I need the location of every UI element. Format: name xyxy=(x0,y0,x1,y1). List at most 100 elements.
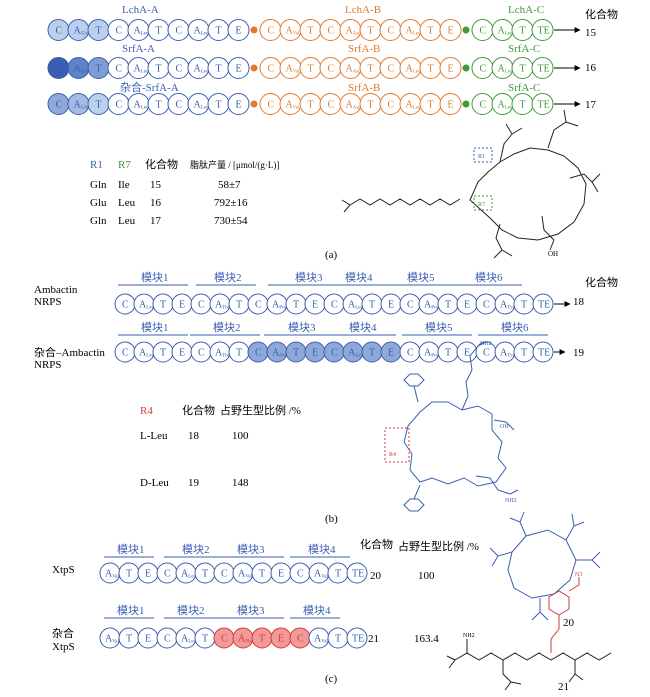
domain-letter: T xyxy=(236,348,242,359)
thioesterase-domain xyxy=(531,93,554,115)
cell: 730±54 xyxy=(214,215,248,227)
domain-letter: ALeu xyxy=(181,634,197,645)
domain-letter: C xyxy=(388,100,395,111)
xtps-structure-21 xyxy=(446,639,612,691)
domain-letter: T xyxy=(369,348,375,359)
domain-letter: T xyxy=(521,300,527,311)
srfa-b-label-2: SrfA-B xyxy=(348,82,380,94)
domain-letter: C xyxy=(56,100,63,111)
domain-letter: TE xyxy=(538,100,550,111)
domain-letter: T xyxy=(216,26,222,37)
module-label: 模块1 xyxy=(117,604,145,617)
domain-letter: C xyxy=(331,300,338,311)
cell: Gln xyxy=(90,215,107,227)
domain-letter: C xyxy=(297,569,304,580)
module-label: 模块3 xyxy=(288,321,316,334)
domain-letter: T xyxy=(520,26,526,37)
domain-letter: AAsp xyxy=(346,64,362,75)
cell: 792±16 xyxy=(214,197,248,209)
module-label: 模块4 xyxy=(303,604,331,617)
domain-letter: TE xyxy=(538,300,550,311)
domain-letter: APro xyxy=(424,348,439,359)
domain-letter: AVal xyxy=(286,26,301,37)
epimerization-domain xyxy=(227,19,250,41)
docking-domain xyxy=(250,26,258,34)
thioesterase-domain xyxy=(531,19,554,41)
domain-letter: AThr xyxy=(215,348,230,359)
caption-a: (a) xyxy=(325,249,338,261)
domain-letter: E xyxy=(448,26,454,37)
domain-letter: ALeu xyxy=(498,64,514,75)
thioesterase-domain xyxy=(531,57,554,79)
domain-letter: C xyxy=(116,26,123,37)
srfa-a-label: SrfA-A xyxy=(122,43,155,55)
domain-letter: T xyxy=(308,26,314,37)
domain-letter: APro xyxy=(424,300,439,311)
domain-letter: ATyr xyxy=(500,300,514,311)
module-label: 模块2 xyxy=(213,321,241,334)
domain-letter: C xyxy=(268,100,275,111)
compound-header-c: 化合物 xyxy=(360,537,393,551)
domain-letter: E xyxy=(236,26,242,37)
domain-letter: T xyxy=(428,64,434,75)
domain-letter: T xyxy=(308,64,314,75)
domain-letter: AThr xyxy=(215,300,230,311)
domain-letter: E xyxy=(278,569,284,580)
domain-letter: AAsp xyxy=(346,100,362,111)
domain-letter: C xyxy=(176,64,183,75)
domain-letter: E xyxy=(236,100,242,111)
domain-letter: APro xyxy=(272,348,287,359)
domain-letter: T xyxy=(368,64,374,75)
hybrid-ambactin-name-2: NRPS xyxy=(34,359,62,371)
domain-letter: T xyxy=(335,569,341,580)
th-compound-b: 化合物 xyxy=(182,403,215,417)
domain-letter: C xyxy=(483,300,490,311)
module-label: 模块1 xyxy=(141,321,169,334)
th-yield: 脂肽产量 / [μmol/(g·L)] xyxy=(190,159,279,170)
domain-letter: T xyxy=(293,348,299,359)
domain-letter: C xyxy=(122,348,129,359)
domain-letter: T xyxy=(160,348,166,359)
surfactin-structure xyxy=(341,109,601,259)
domain-letter: AGlu xyxy=(74,100,89,111)
domain-letter: ALeu xyxy=(406,100,422,111)
panel-a: LchA-A LchA-B LchA-C 化合物 SrfA-A SrfA-B S… xyxy=(47,4,618,261)
domain-letter: T xyxy=(520,100,526,111)
hybrid-srfa-a-label: 杂合-SrfA-A xyxy=(120,80,179,94)
hybrid-xtps-name-2: XtpS xyxy=(52,641,75,653)
domain-letter: C xyxy=(255,300,262,311)
cell: 148 xyxy=(232,477,249,489)
module-label: 模块5 xyxy=(407,271,435,284)
domain-letter: T xyxy=(445,348,451,359)
domain-letter: E xyxy=(448,100,454,111)
domain-letter: T xyxy=(96,64,102,75)
domain-letter: C xyxy=(56,26,63,37)
cell: 18 xyxy=(188,430,200,442)
ambactin-structure xyxy=(384,341,519,512)
module-label: 模块3 xyxy=(237,604,265,617)
domain-letter: E xyxy=(278,634,284,645)
domain-letter: C xyxy=(407,348,414,359)
oh-label-b: OH xyxy=(500,424,509,430)
ratio-table-b: R4 化合物 占野生型比例 /% L-Leu 18 100 D-Leu 19 1… xyxy=(140,403,301,489)
thioesterase-domain xyxy=(346,627,368,649)
cell: Leu xyxy=(118,197,136,209)
domain-letter: T xyxy=(335,634,341,645)
domain-letter: ALeu xyxy=(194,26,210,37)
domain-letter: T xyxy=(259,634,265,645)
cell: Leu xyxy=(118,215,136,227)
domain-letter: E xyxy=(179,348,185,359)
domain-letter: ALeu xyxy=(134,64,150,75)
domain-letter: AAsp xyxy=(346,26,362,37)
domain-letter: AVal xyxy=(286,100,301,111)
cell: 58±7 xyxy=(218,179,241,191)
domain-letter: C xyxy=(328,26,335,37)
xtps-structure-20 xyxy=(489,511,601,621)
epimerization-domain xyxy=(439,19,462,41)
